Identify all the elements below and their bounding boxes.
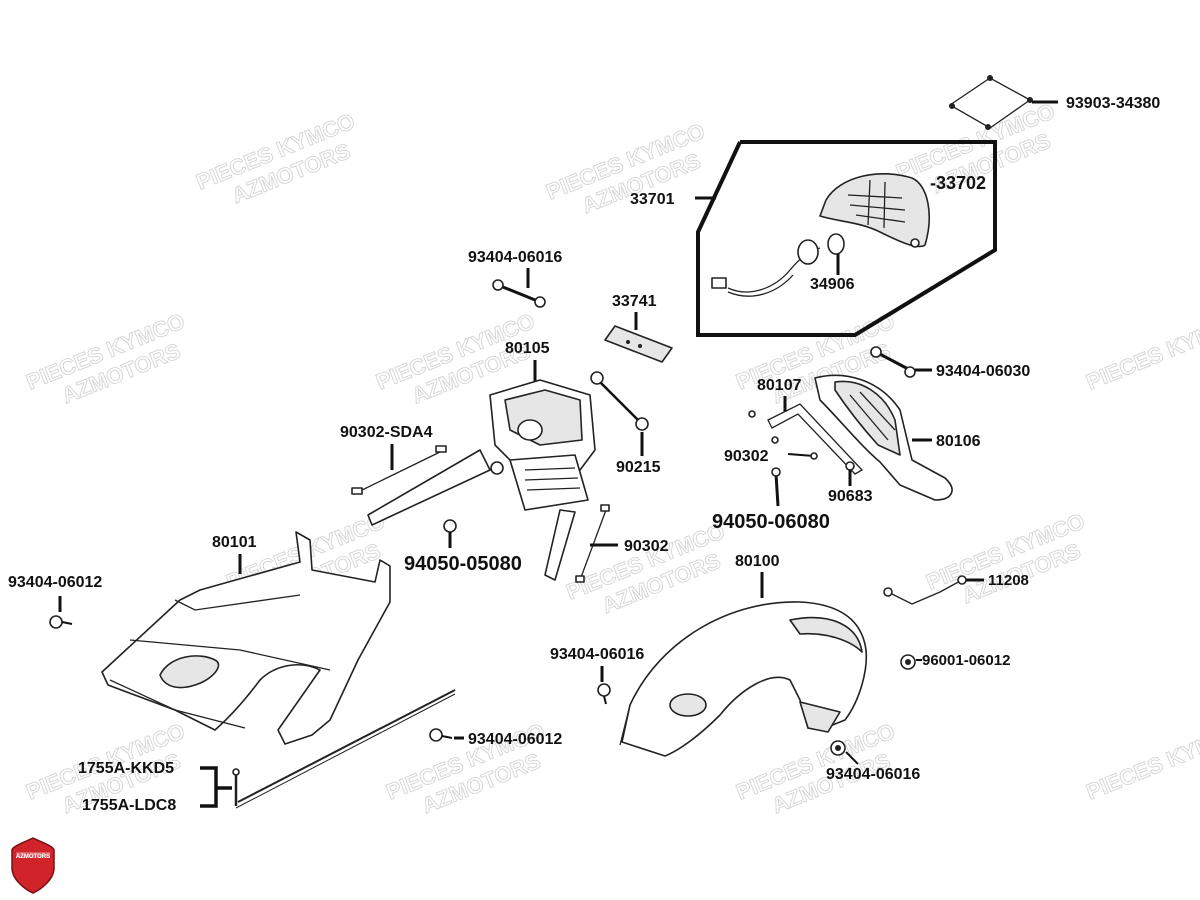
part-93903-34380-clip	[948, 75, 1033, 130]
label-90302-low: 90302	[624, 538, 669, 555]
label-94050-06080: 94050-06080	[712, 511, 830, 533]
part-94050-06080-bolt	[771, 467, 781, 507]
label-80107: 80107	[757, 377, 802, 394]
part-80101-under-tray	[101, 531, 391, 745]
leader-line	[845, 751, 859, 765]
part-90302-screw-mid	[787, 452, 818, 460]
label-1755a-ldc8: 1755A-LDC8	[82, 797, 176, 814]
label-90302-sda4: 90302-SDA4	[340, 424, 433, 441]
part-93404-06030-screws	[870, 346, 916, 378]
label-93404-06016-top: 93404-06016	[468, 249, 562, 266]
label-93903-34380: 93903-34380	[1066, 95, 1160, 112]
logo-text: AZMOTORS	[16, 854, 50, 860]
label-80105: 80105	[505, 340, 550, 357]
part-93404-06012-screw-left	[49, 615, 73, 629]
part-80107-stay	[748, 403, 864, 475]
label-93404-06030: 93404-06030	[936, 363, 1030, 380]
watermark-text: PIECES KYMCO	[1083, 308, 1200, 394]
label-33702: -33702	[930, 173, 986, 193]
part-93404-06016-screw-bottom	[830, 740, 846, 756]
label-33701: 33701	[630, 191, 675, 208]
label-90215: 90215	[616, 459, 661, 476]
label-90683: 90683	[828, 488, 873, 505]
label-80106: 80106	[936, 433, 981, 450]
label-80100: 80100	[735, 553, 780, 570]
label-1755a-kkd5: 1755A-KKD5	[78, 760, 174, 777]
label-33741: 33741	[612, 293, 657, 310]
label-34906: 34906	[810, 276, 855, 293]
part-93404-06016-screw-mid	[597, 683, 611, 705]
label-93404-06016-bottom: 93404-06016	[826, 766, 920, 783]
part-90215-rod	[590, 371, 649, 431]
part-93404-06012-screw-mid	[429, 728, 453, 742]
label-96001-06012: 96001-06012	[922, 652, 1010, 669]
label-93404-06016-mid: 93404-06016	[550, 646, 644, 663]
part-1755a-rod	[232, 689, 456, 809]
label-93404-06012-left: 93404-06012	[8, 574, 102, 591]
label-80101: 80101	[212, 534, 257, 551]
part-94050-05080-bolt	[443, 519, 457, 548]
label-93404-06012-mid: 93404-06012	[468, 731, 562, 748]
label-11208: 11208	[988, 572, 1029, 589]
assembly-box-33701	[696, 140, 997, 337]
part-80106-rear-cover	[814, 374, 953, 501]
part-11208-bracket	[883, 575, 967, 605]
part-90683-nut	[845, 461, 855, 486]
part-33702-tail-lamp	[819, 172, 930, 248]
label-90302-mid: 90302	[724, 448, 769, 465]
part-96001-06012-nut	[900, 654, 916, 670]
part-80105-rear-bracket	[367, 379, 596, 581]
azmotors-logo: AZMOTORS	[11, 837, 55, 894]
part-34906-bulb-wire	[711, 233, 845, 297]
label-94050-05080: 94050-05080	[404, 553, 522, 575]
part-90302-sda4-strap	[351, 445, 447, 495]
bracket-leader-1755a	[200, 766, 232, 808]
part-33741-pad	[604, 325, 673, 363]
watermark-text: PIECES KYMCO	[1083, 718, 1200, 804]
part-80100-rear-fender	[619, 601, 868, 757]
part-93404-06016-screws-top	[492, 279, 546, 308]
